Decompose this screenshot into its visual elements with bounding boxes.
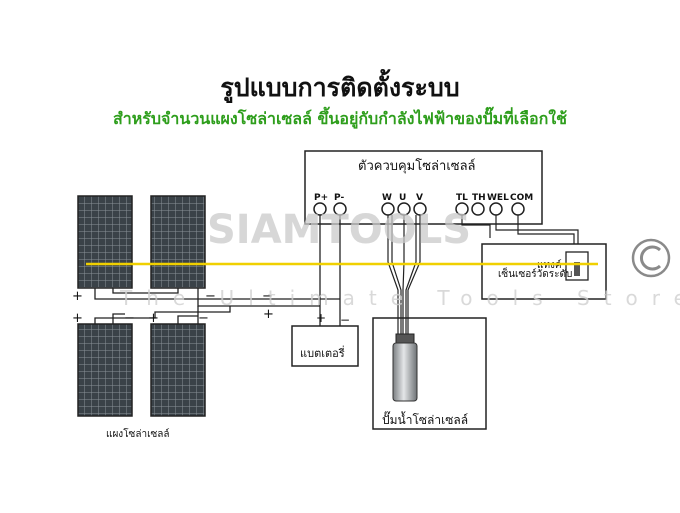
- battery-plus-sign: +: [316, 311, 326, 325]
- panels-label: แผงโซล่าเซลล์: [106, 427, 170, 440]
- solar-panel: [150, 195, 206, 289]
- terminal-p-minus-label: P-: [334, 193, 344, 203]
- terminal-p-plus-label: P+: [314, 193, 328, 203]
- terminal-tl-label: TL: [456, 193, 468, 203]
- well-box: [372, 317, 487, 430]
- polarity-signs: + − − + − + − +: [72, 289, 274, 326]
- terminal-w-label: W: [382, 193, 392, 203]
- battery-minus-sign: −: [340, 313, 350, 327]
- plus-sign: +: [148, 311, 159, 326]
- solar-panel-array: [77, 195, 206, 417]
- pump-label: ปั๊มน้ำโซล่าเซลล์: [382, 411, 468, 427]
- controller-terminal-labels: P+ P- W U V TL TH WEL COM: [314, 193, 533, 203]
- watermark-brand: SIAMTOOLS: [207, 207, 471, 253]
- copyright-c-glyph: [640, 245, 662, 271]
- terminal: [471, 202, 485, 216]
- panel-wiring: [94, 288, 340, 324]
- watermark-tagline: The Ultimate Tools Store: [119, 286, 680, 310]
- watermark: SIAMTOOLS The Ultimate Tools Store ©: [86, 207, 680, 310]
- controller-label: ตัวควบคุมโซล่าเซลล์: [358, 158, 476, 174]
- solar-panel: [77, 195, 133, 289]
- terminal-com-label: COM: [510, 193, 533, 203]
- plus-sign: +: [72, 311, 83, 326]
- terminal-wel-label: WEL: [487, 193, 509, 203]
- solar-pump: [392, 333, 418, 402]
- solar-panel: [150, 323, 206, 417]
- sensor-wiring: [461, 215, 579, 252]
- battery-box: [291, 325, 359, 367]
- terminal-th-label: TH: [472, 193, 486, 203]
- minus-sign: −: [205, 289, 216, 304]
- page-subtitle: สำหรับจำนวนแผงโซล่าเซลล์ ขึ้นอยู่กับกำลั…: [112, 109, 568, 128]
- battery-label: แบตเตอรี่: [300, 345, 345, 360]
- solar-panel: [77, 323, 133, 417]
- terminal: [511, 202, 525, 216]
- dc-wiring: [319, 215, 341, 326]
- page-title: รูปแบบการติดตั้งระบบ: [220, 73, 460, 102]
- minus-sign: −: [124, 311, 135, 326]
- plus-sign: +: [263, 307, 274, 322]
- minus-sign: −: [198, 311, 209, 326]
- terminal-v-label: V: [416, 193, 423, 203]
- terminal: [489, 202, 503, 216]
- terminal-u-label: U: [399, 193, 406, 203]
- plus-sign: +: [72, 289, 83, 304]
- level-sensor-label: เซ็นเซอร์วัดระดับ: [498, 266, 572, 280]
- minus-sign: −: [262, 289, 273, 304]
- copyright-icon: [631, 238, 671, 278]
